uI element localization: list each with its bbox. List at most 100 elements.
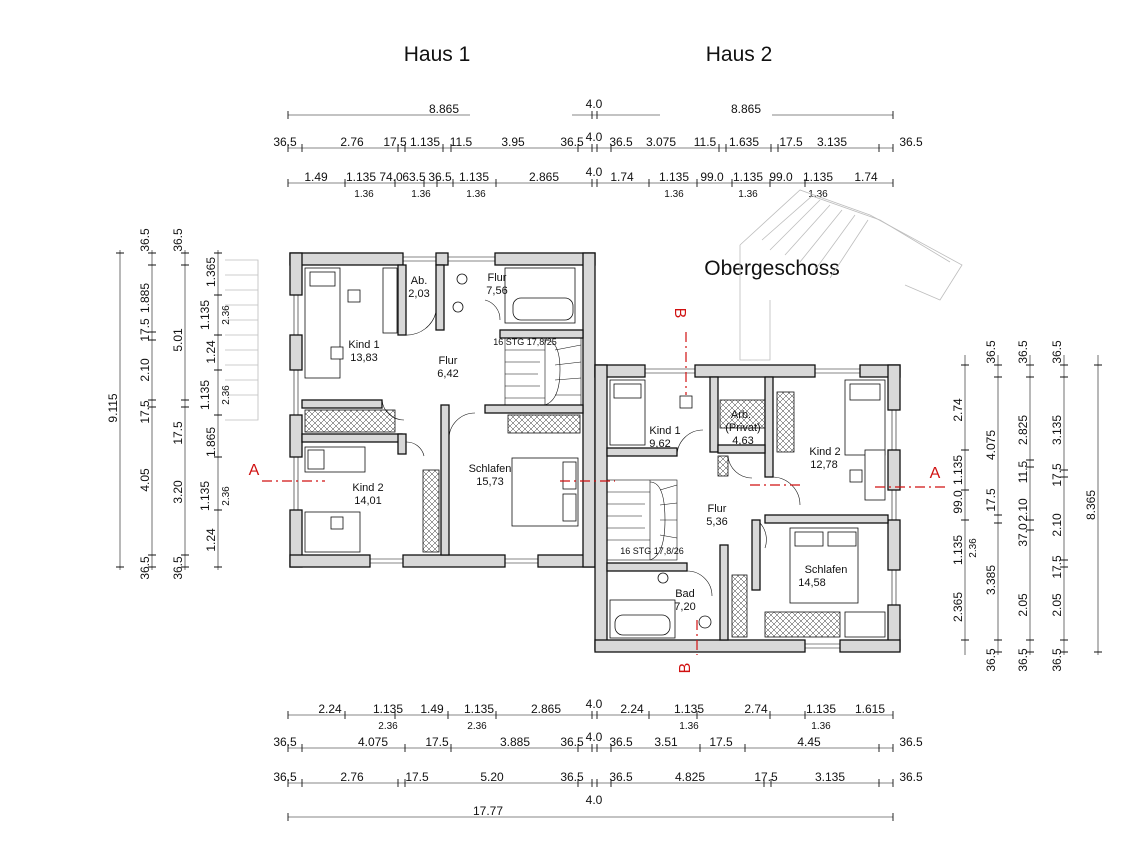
pillow [827,531,857,547]
top-dim-sub: 1.36 [808,189,828,200]
bottom-dim-row2: 4.075 [358,735,388,749]
wall-segment [709,376,719,453]
cabinet [731,574,748,638]
right-dimension-lines: 2.74 1.135 99.0 1.135 2.365 2.36 36.5 4.… [951,340,1102,672]
room-area-flur-h1: 6,42 [437,368,458,380]
wardrobe [764,611,841,638]
bottom-dim-row1: 2.865 [531,702,561,716]
bottom-dim-row3-sub: 4.0 [586,793,603,807]
pillow [849,383,881,401]
bottom-dim-row3: 36.5 [560,770,584,784]
sink [657,572,669,584]
wall-segment [839,639,901,653]
bottom-dim-row2: 3.51 [654,735,678,749]
bottom-dimension-lines: 2.24 1.135 1.49 1.135 2.865 4.0 2.24 1.1… [273,697,923,821]
wall-segment [289,414,303,458]
bottom-dim-row1: 1.135 [373,702,403,716]
room-name-arb-h2: Arb. [731,409,751,421]
pillow [562,493,577,522]
chair [330,516,344,530]
pillow [794,531,824,547]
chair [849,469,863,483]
top-dim-row3: 63.5 [402,170,426,184]
bottom-dim-sub: 2.36 [467,721,487,732]
right-dim-c2: 3.385 [984,565,998,595]
wall-segment [751,519,761,591]
section-label-b-bottom: B [677,663,694,674]
right-dim-total: 8.365 [1084,490,1098,520]
left-dim-c4: 1.365 [204,257,218,287]
wall-segment [435,264,445,331]
wall-segment [582,252,596,568]
top-dim-row3: 1.135 [459,170,489,184]
bottom-dim-row1: 2.74 [744,702,768,716]
roof-outline [225,189,963,421]
top-dimension-lines: 8.865 4.0 8.865 36.5 2.76 17.5 1.135 11.… [273,97,923,200]
wall-segment [887,449,901,491]
room-name2-arb-h2: (Privat) [725,422,760,434]
left-dim-c3: 36.5 [171,228,185,252]
top-dim-row3: 1.135 [733,170,763,184]
bottom-dim-row2: 17.5 [709,735,733,749]
wall-segment [606,562,688,572]
left-dim-c4: 1.135 [198,300,212,330]
toilet [456,273,468,285]
bottom-dim-row3: 2.76 [340,770,364,784]
top-dim-row3: 99.0 [769,170,793,184]
bottom-dim-row3: 36.5 [273,770,297,784]
top-dim-row3: 2.865 [529,170,559,184]
left-dim-total: 9.115 [106,393,120,422]
top-dim-row2: 3.95 [501,135,525,149]
wall-segment [289,252,404,266]
top-dim-row2: 11.5 [694,135,717,149]
right-dim-c2: 17.5 [984,488,998,512]
right-dim-c4: 36.5 [1050,340,1064,364]
top-dim-row3: 1.135 [659,170,689,184]
bottom-dim-row2: 36.5 [609,735,633,749]
top-dim-row3: 74.0 [379,170,403,184]
bathtub [614,614,671,636]
wardrobe [422,469,440,553]
wall-segment [594,639,806,653]
bottom-dim-row1: 4.0 [586,697,603,711]
top-dim-1: 8.865 [429,102,459,116]
room-name-kind1-h1: Kind 1 [348,339,379,351]
left-dim-c4: 1.24 [204,528,218,552]
room-name-flur-bath-h1: Flur [488,272,507,284]
bottom-dim-row1: 2.24 [318,702,342,716]
top-dim-row3: 1.135 [803,170,833,184]
right-dim-c3: 2.05 [1016,593,1030,617]
wall-segment [440,404,450,556]
pillow [309,271,336,287]
section-label-a-right: A [930,465,941,482]
right-dim-c1: 2.365 [951,592,965,622]
cabinet [507,414,581,434]
top-dim-row2: 36.5 [560,135,584,149]
pillow [562,461,577,490]
wall-segment [719,544,729,641]
left-dim-c4: 1.135 [198,380,212,410]
bottom-dim-row3: 36.5 [899,770,923,784]
cabinet [717,455,729,477]
bottom-dim-row2: 4.45 [797,735,821,749]
wall-segment [397,264,407,336]
room-area-flur-bath-h1: 7,56 [486,285,507,297]
wall-segment [494,252,596,266]
bottom-dim-total: 17.77 [473,804,503,818]
top-dim-row2: 36.5 [899,135,923,149]
bottom-dim-row2: 36.5 [273,735,297,749]
room-area-schlafen-h2: 14,58 [798,577,826,589]
house-2-walls [594,364,901,653]
right-dim-c4: 36.5 [1050,648,1064,672]
left-dim-c3: 17.5 [171,421,185,445]
room-name-kind2-h2: Kind 2 [809,446,840,458]
desk [864,449,886,501]
room-area-flur-h2: 5,36 [706,516,727,528]
wall-segment [887,519,901,571]
bottom-dim-row2: 3.885 [500,735,530,749]
top-dim-row2: 11.5 [450,135,473,149]
bottom-dim-sub: 2.36 [378,721,398,732]
house-1-stair [504,337,582,406]
right-dim-c1: 1.135 [951,535,965,565]
bottom-dim-row3: 3.135 [815,770,845,784]
